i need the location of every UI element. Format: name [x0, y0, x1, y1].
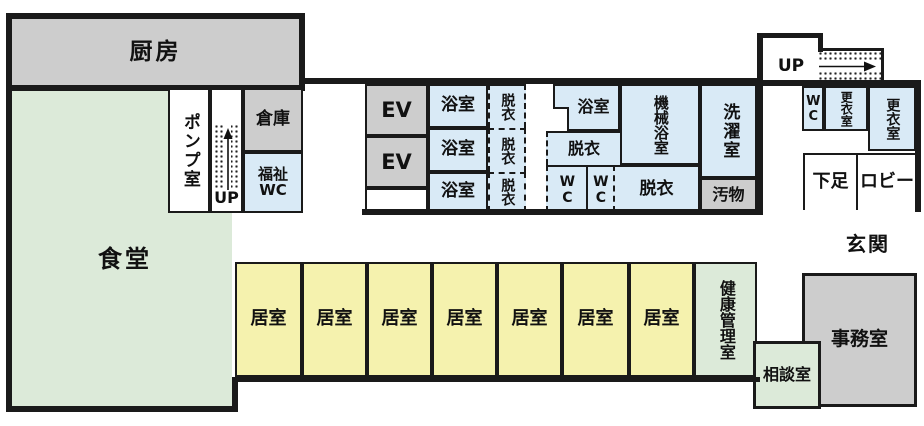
machine-bath-room: 機械浴室 [620, 84, 700, 165]
wall-mid-bottom [362, 209, 762, 215]
kitchen-label: 厨房 [129, 38, 182, 65]
wc-room-1: WC [546, 165, 588, 212]
wall-bottom-dining [6, 406, 238, 412]
wall-stair-hatch-top [818, 48, 884, 51]
consultation-room: 相談室 [753, 341, 821, 409]
undressing-room-2: 脱衣 [488, 128, 526, 172]
wc-room-2: WC [588, 165, 615, 212]
elevator-vestibule [365, 188, 428, 213]
wall-wing-left [757, 33, 763, 215]
lobby: ロビー [856, 153, 916, 210]
right-arrow-icon [819, 61, 876, 72]
office-room: 事務室 [802, 273, 917, 407]
wall-bottom-rooms [232, 377, 760, 382]
pump-room: ポンプ室 [168, 88, 210, 213]
wall-wing-right [915, 80, 921, 212]
resident-room-7: 居室 [629, 262, 694, 377]
resident-room-4: 居室 [432, 262, 497, 377]
wall-step [232, 377, 238, 412]
resident-room-1: 居室 [235, 262, 302, 377]
wall-stair-hatch-right [881, 48, 884, 82]
resident-room-2: 居室 [302, 262, 367, 377]
storage-room: 倉庫 [243, 88, 303, 152]
wall-stair-step [818, 33, 823, 52]
entrance-label: 玄関 [846, 231, 890, 256]
undressing-room-1: 脱衣 [488, 84, 526, 128]
wall-mid-top [299, 78, 762, 84]
staircase-top-up-label: UP [777, 56, 805, 76]
elevator-2: EV [365, 136, 428, 188]
staircase-left-up-label: UP [214, 187, 239, 207]
resident-room-6: 居室 [562, 262, 629, 377]
staircase-top-right [818, 51, 881, 82]
laundry-room: 洗濯室 [700, 84, 757, 178]
wall-wing-top [757, 80, 921, 86]
soiled-room: 汚物 [700, 178, 757, 213]
bath-room-2: 浴室 [428, 128, 488, 172]
health-management-room: 健康管理室 [694, 262, 757, 377]
bath-room-4: 浴室 [567, 84, 620, 131]
bath-room-3: 浴室 [428, 172, 488, 212]
changing-room-1: 更衣室 [824, 86, 868, 131]
kitchen-room: 厨房 [6, 13, 305, 91]
undressing-room-3: 脱衣 [488, 172, 526, 212]
staircase-left: UP [210, 88, 243, 213]
shoe-area: 下足 [803, 153, 856, 210]
changing-room-2: 更衣室 [868, 86, 916, 151]
undressing-room-5: 脱衣 [615, 165, 700, 212]
up-arrow-icon [223, 128, 233, 190]
wall-left [6, 13, 12, 412]
bath-room-1: 浴室 [428, 84, 488, 128]
undressing-room-4: 脱衣 [546, 131, 620, 165]
elevator-1: EV [365, 84, 428, 136]
resident-room-5: 居室 [497, 262, 562, 377]
dining-label: 食堂 [98, 244, 152, 273]
wc-room-3: WC [802, 86, 824, 131]
dining-room-extension [12, 213, 232, 406]
bath-room-4-notch [553, 84, 569, 109]
wall-stair-top [757, 33, 823, 38]
resident-room-3: 居室 [367, 262, 432, 377]
